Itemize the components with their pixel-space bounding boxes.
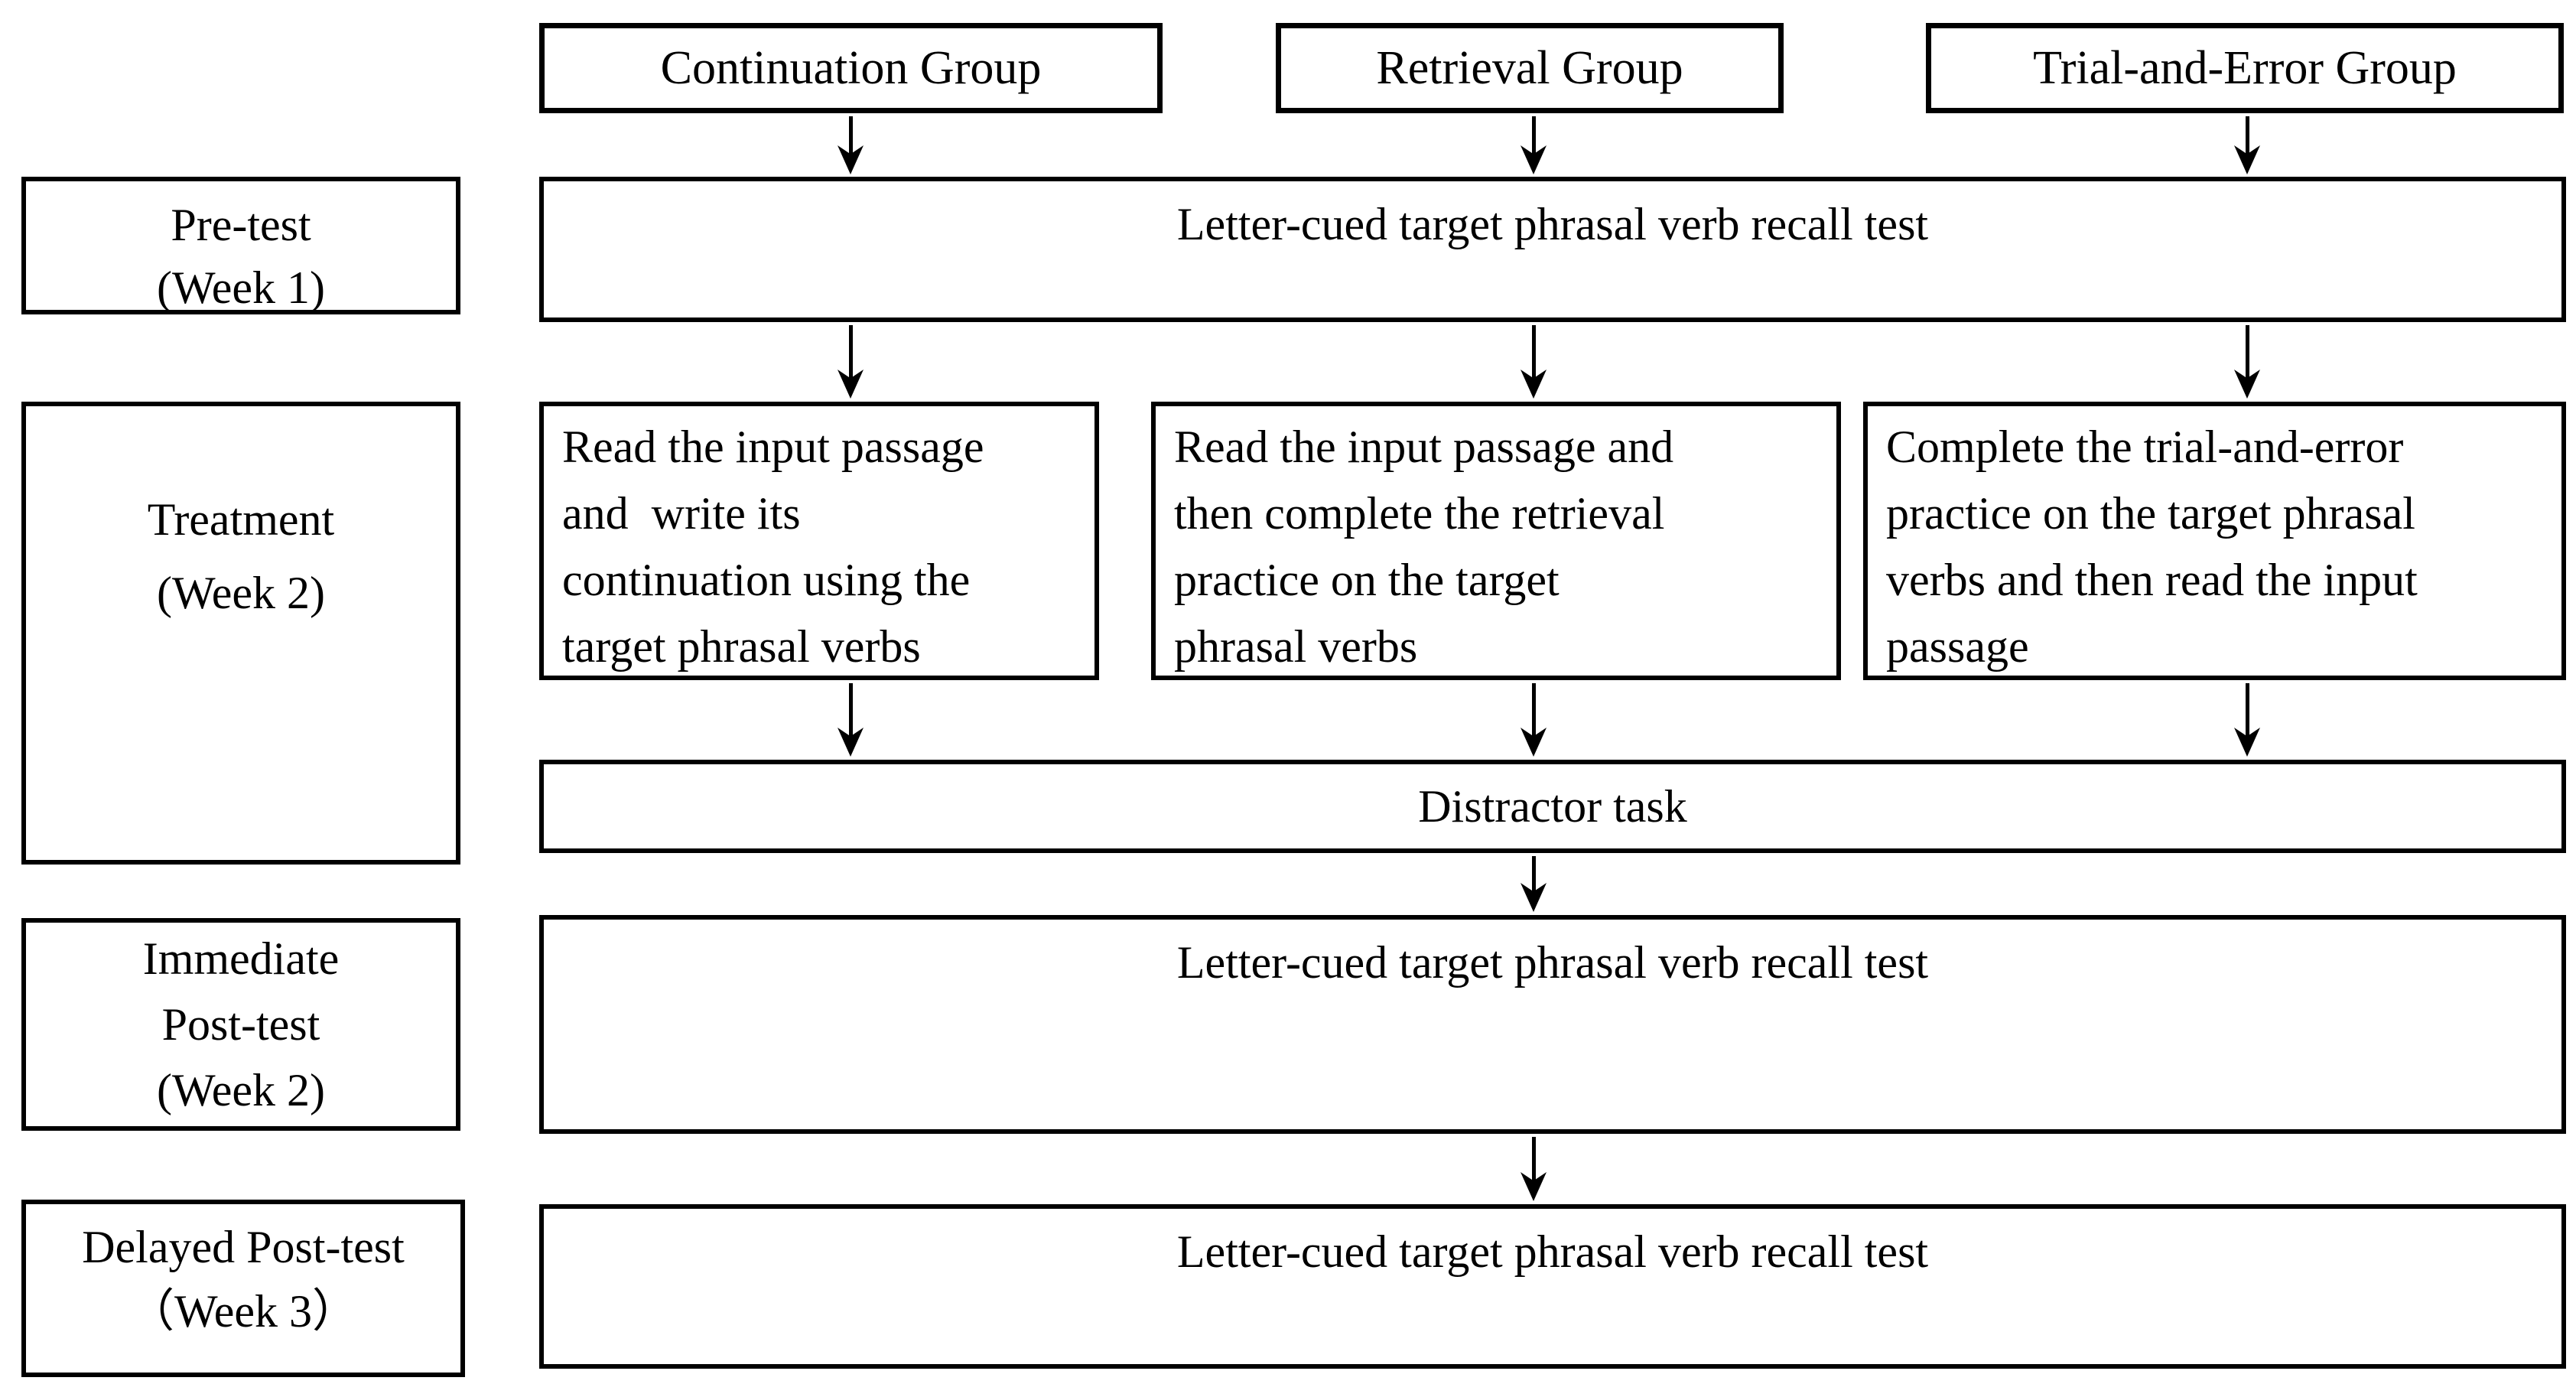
treatment-trial-line3: verbs and then read the input (1886, 555, 2418, 605)
phase-treatment-line1: Treatment (147, 494, 335, 545)
treatment-trial-line2: practice on the target phrasal (1886, 488, 2415, 539)
phase-pretest-line1: Pre-test (171, 200, 311, 250)
group-box-retrieval: Retrieval Group (1276, 23, 1784, 113)
band-pretest-recall-test: Letter-cued target phrasal verb recall t… (539, 177, 2566, 322)
band-immediate-posttest-recall-test: Letter-cued target phrasal verb recall t… (539, 915, 2566, 1134)
phase-label-pretest: Pre-test (Week 1) (21, 177, 460, 314)
treatment-continuation-line2: and write its (562, 488, 801, 539)
treatment-box-retrieval: Read the input passage and then complete… (1151, 402, 1841, 680)
group-label-retrieval: Retrieval Group (1376, 41, 1683, 94)
treatment-retrieval-line2: then complete the retrieval (1174, 488, 1665, 539)
group-label-trial-and-error: Trial-and-Error Group (2033, 41, 2457, 94)
treatment-continuation-line4: target phrasal verbs (562, 621, 921, 672)
phase-immediate-line3: (Week 2) (156, 1065, 326, 1115)
band-delayed-recall-text: Letter-cued target phrasal verb recall t… (1176, 1226, 1929, 1277)
arrow-down-icon (2230, 325, 2264, 399)
band-immediate-recall-text: Letter-cued target phrasal verb recall t… (1176, 937, 1929, 988)
arrow-down-icon (1517, 325, 1550, 399)
phase-immediate-line1: Immediate (142, 933, 340, 984)
phase-immediate-line2: Post-test (161, 999, 320, 1050)
band-distractor-text: Distractor task (1418, 781, 1687, 832)
group-box-trial-and-error: Trial-and-Error Group (1926, 23, 2564, 113)
treatment-box-trial-and-error: Complete the trial-and-error practice on… (1863, 402, 2566, 680)
group-label-continuation: Continuation Group (660, 41, 1042, 94)
treatment-trial-line1: Complete the trial-and-error (1886, 422, 2404, 472)
phase-label-treatment: Treatment (Week 2) (21, 402, 460, 865)
arrow-down-icon (2230, 683, 2264, 757)
arrow-down-icon (834, 325, 867, 399)
arrow-down-icon (1517, 116, 1550, 174)
band-distractor-task: Distractor task (539, 760, 2566, 853)
group-box-continuation: Continuation Group (539, 23, 1163, 113)
treatment-continuation-line3: continuation using the (562, 555, 971, 605)
phase-delayed-line2: （Week 3） (128, 1286, 359, 1337)
phase-treatment-line2: (Week 2) (156, 568, 326, 618)
band-pretest-recall-text: Letter-cued target phrasal verb recall t… (1176, 199, 1929, 249)
arrow-down-icon (2230, 116, 2264, 174)
treatment-box-continuation: Read the input passage and write its con… (539, 402, 1099, 680)
arrow-down-icon (1517, 683, 1550, 757)
arrow-down-icon (1517, 1137, 1550, 1201)
treatment-retrieval-line3: practice on the target (1174, 555, 1560, 605)
treatment-trial-line4: passage (1886, 621, 2029, 672)
treatment-retrieval-line4: phrasal verbs (1174, 621, 1418, 672)
arrow-down-icon (1517, 856, 1550, 912)
arrow-down-icon (834, 116, 867, 174)
phase-delayed-line1: Delayed Post-test (82, 1222, 405, 1272)
phase-label-immediate-posttest: Immediate Post-test (Week 2) (21, 918, 460, 1131)
treatment-continuation-line1: Read the input passage (562, 422, 984, 472)
phase-label-delayed-posttest: Delayed Post-test （Week 3） (21, 1200, 465, 1377)
arrow-down-icon (834, 683, 867, 757)
phase-pretest-line2: (Week 1) (156, 262, 326, 313)
treatment-retrieval-line1: Read the input passage and (1174, 422, 1674, 472)
band-delayed-posttest-recall-test: Letter-cued target phrasal verb recall t… (539, 1204, 2566, 1369)
